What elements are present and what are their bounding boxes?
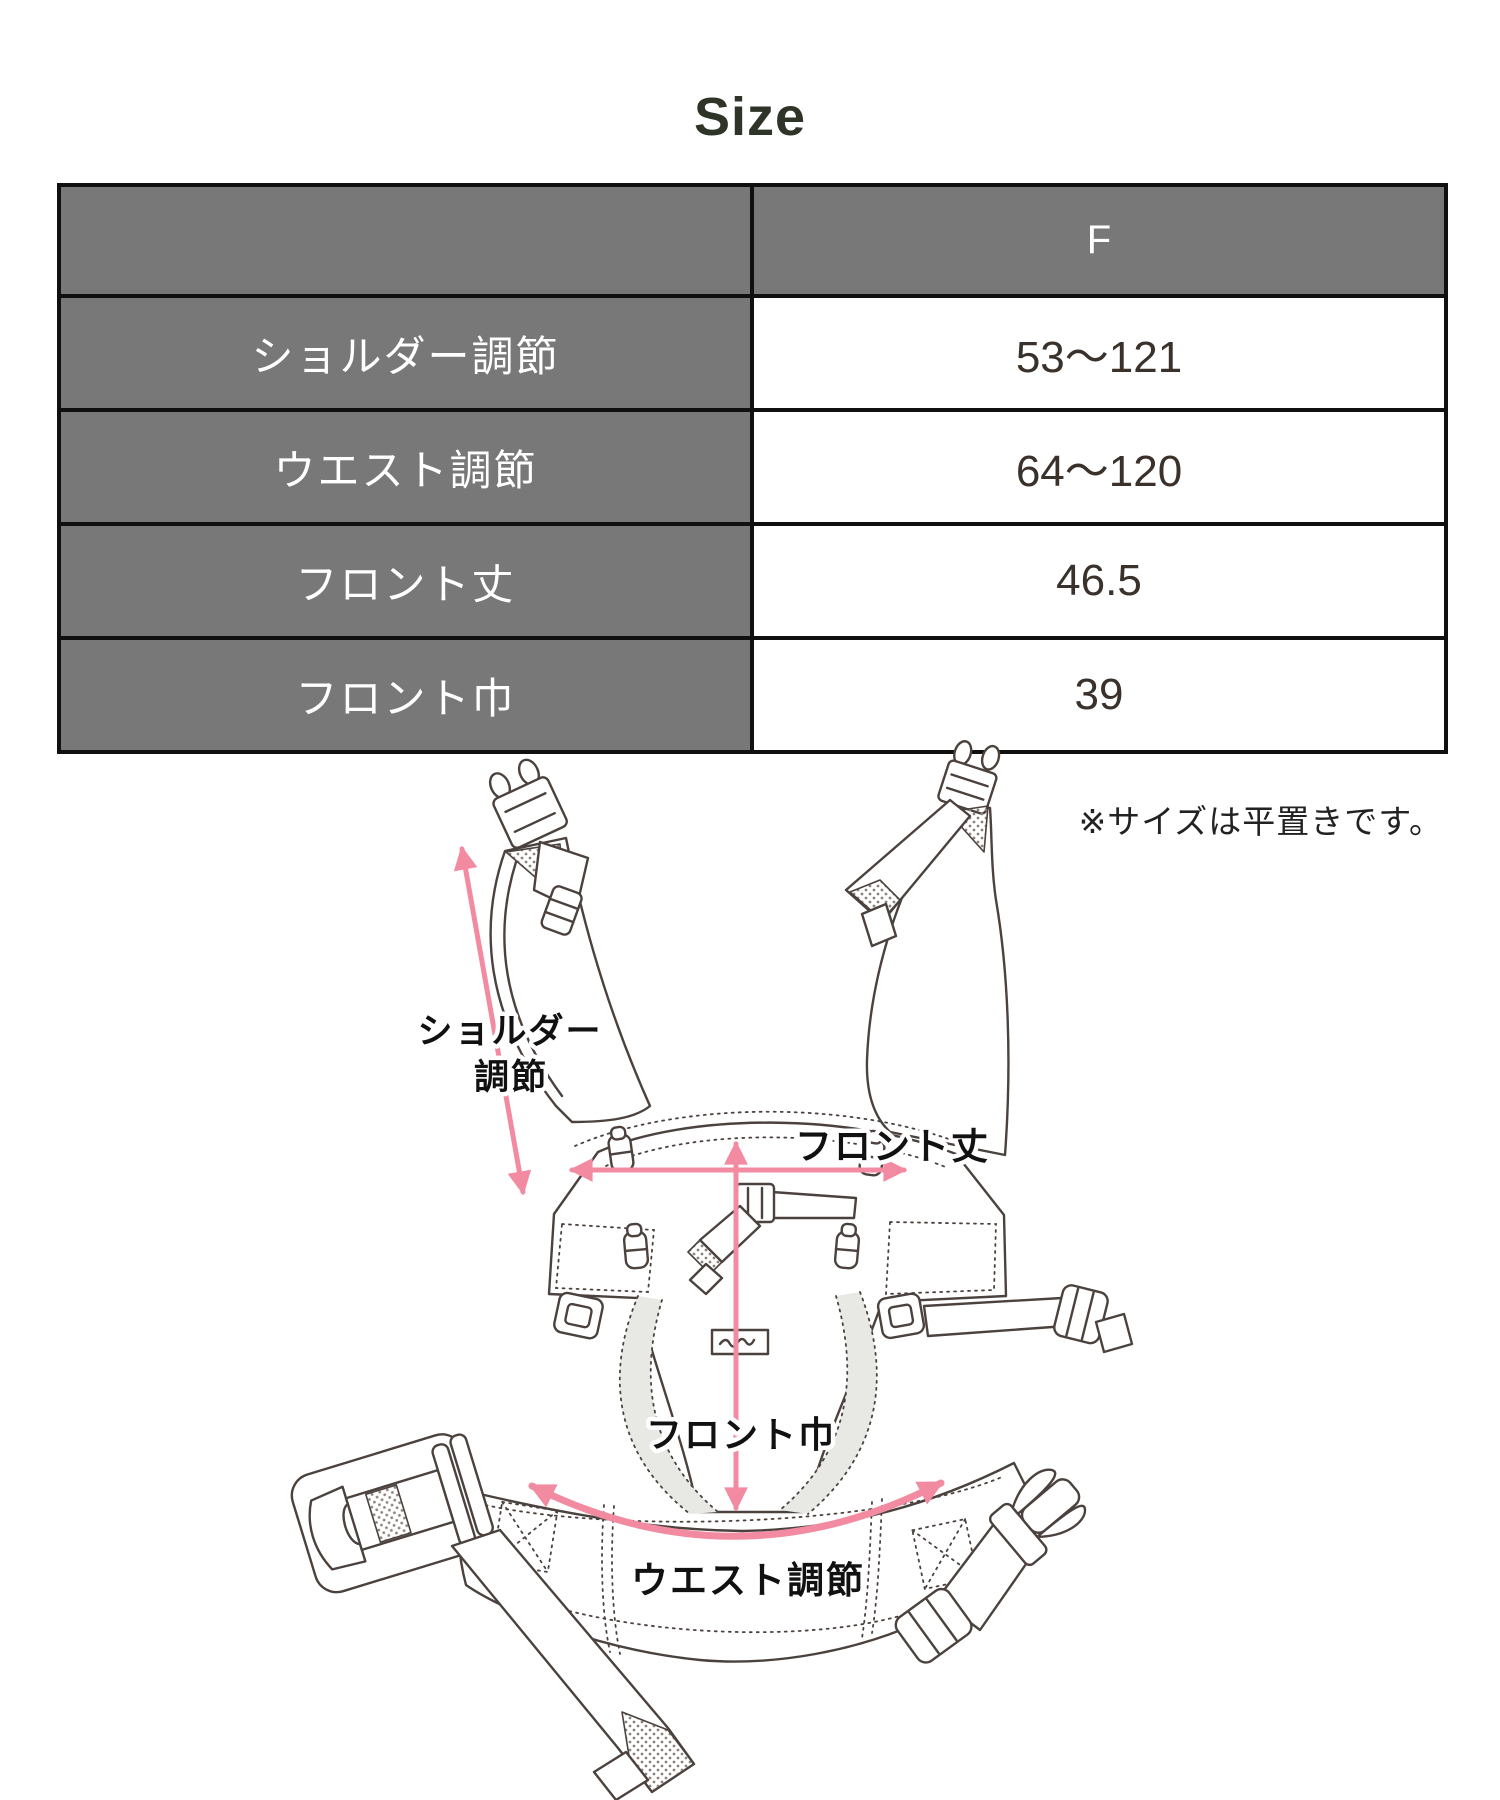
diagram-labels: ショルダー 調節 フロント丈 フロント巾 ウエスト調節 — [413, 1008, 993, 1606]
right-waist-strap — [894, 1468, 1087, 1664]
carrier-diagram: ショルダー 調節 フロント丈 フロント巾 ウエスト調節 — [290, 740, 1134, 1800]
table-row: ウエスト調節 64〜120 — [57, 408, 1448, 526]
header-empty-cell — [57, 183, 754, 298]
row-label-shoulder: ショルダー調節 — [57, 294, 754, 412]
row-value-front-width: 39 — [750, 636, 1448, 754]
shoulder-measure-arrow — [453, 845, 532, 1196]
brand-label-patch — [710, 1328, 770, 1356]
row-label-front-length: フロント丈 — [57, 522, 754, 640]
table-header-row: F — [57, 183, 1448, 298]
left-strap-top-buckle — [488, 758, 590, 936]
measure-arrows — [453, 845, 945, 1540]
right-flap-buckle — [876, 1292, 926, 1340]
header-size-f: F — [750, 183, 1448, 298]
right-strap-top-buckle — [844, 740, 1001, 948]
right-shoulder-strap — [865, 801, 1010, 1157]
row-value-waist: 64〜120 — [750, 408, 1448, 526]
label-front-width: フロント巾 — [646, 1414, 836, 1455]
left-flap-buckle — [553, 1291, 604, 1340]
table-row: フロント巾 39 — [57, 636, 1448, 754]
table-row: フロント丈 46.5 — [57, 522, 1448, 640]
label-shoulder-adjust-line1: ショルダー — [417, 1012, 602, 1051]
row-value-shoulder: 53〜121 — [750, 294, 1448, 412]
label-shoulder-adjust-line2: 調節 — [474, 1058, 548, 1097]
table-row: ショルダー調節 53〜121 — [57, 294, 1448, 412]
flat-measure-note: ※サイズは平置きです。 — [1078, 803, 1443, 840]
row-label-front-width: フロント巾 — [57, 636, 754, 754]
left-waist-strap — [450, 1528, 696, 1800]
row-label-waist: ウエスト調節 — [57, 408, 754, 526]
right-side-strap — [922, 1284, 1134, 1354]
size-table: F ショルダー調節 53〜121 ウエスト調節 64〜120 フロント丈 46.… — [57, 183, 1448, 754]
left-waist-buckle — [290, 1433, 494, 1594]
page-title: Size — [693, 87, 807, 147]
label-waist-adjust: ウエスト調節 — [631, 1560, 865, 1601]
label-front-length: フロント丈 — [795, 1126, 990, 1167]
waist-measure-arrow — [528, 1479, 945, 1540]
row-value-front-length: 46.5 — [750, 522, 1448, 640]
carrier-line-art — [290, 740, 1134, 1800]
